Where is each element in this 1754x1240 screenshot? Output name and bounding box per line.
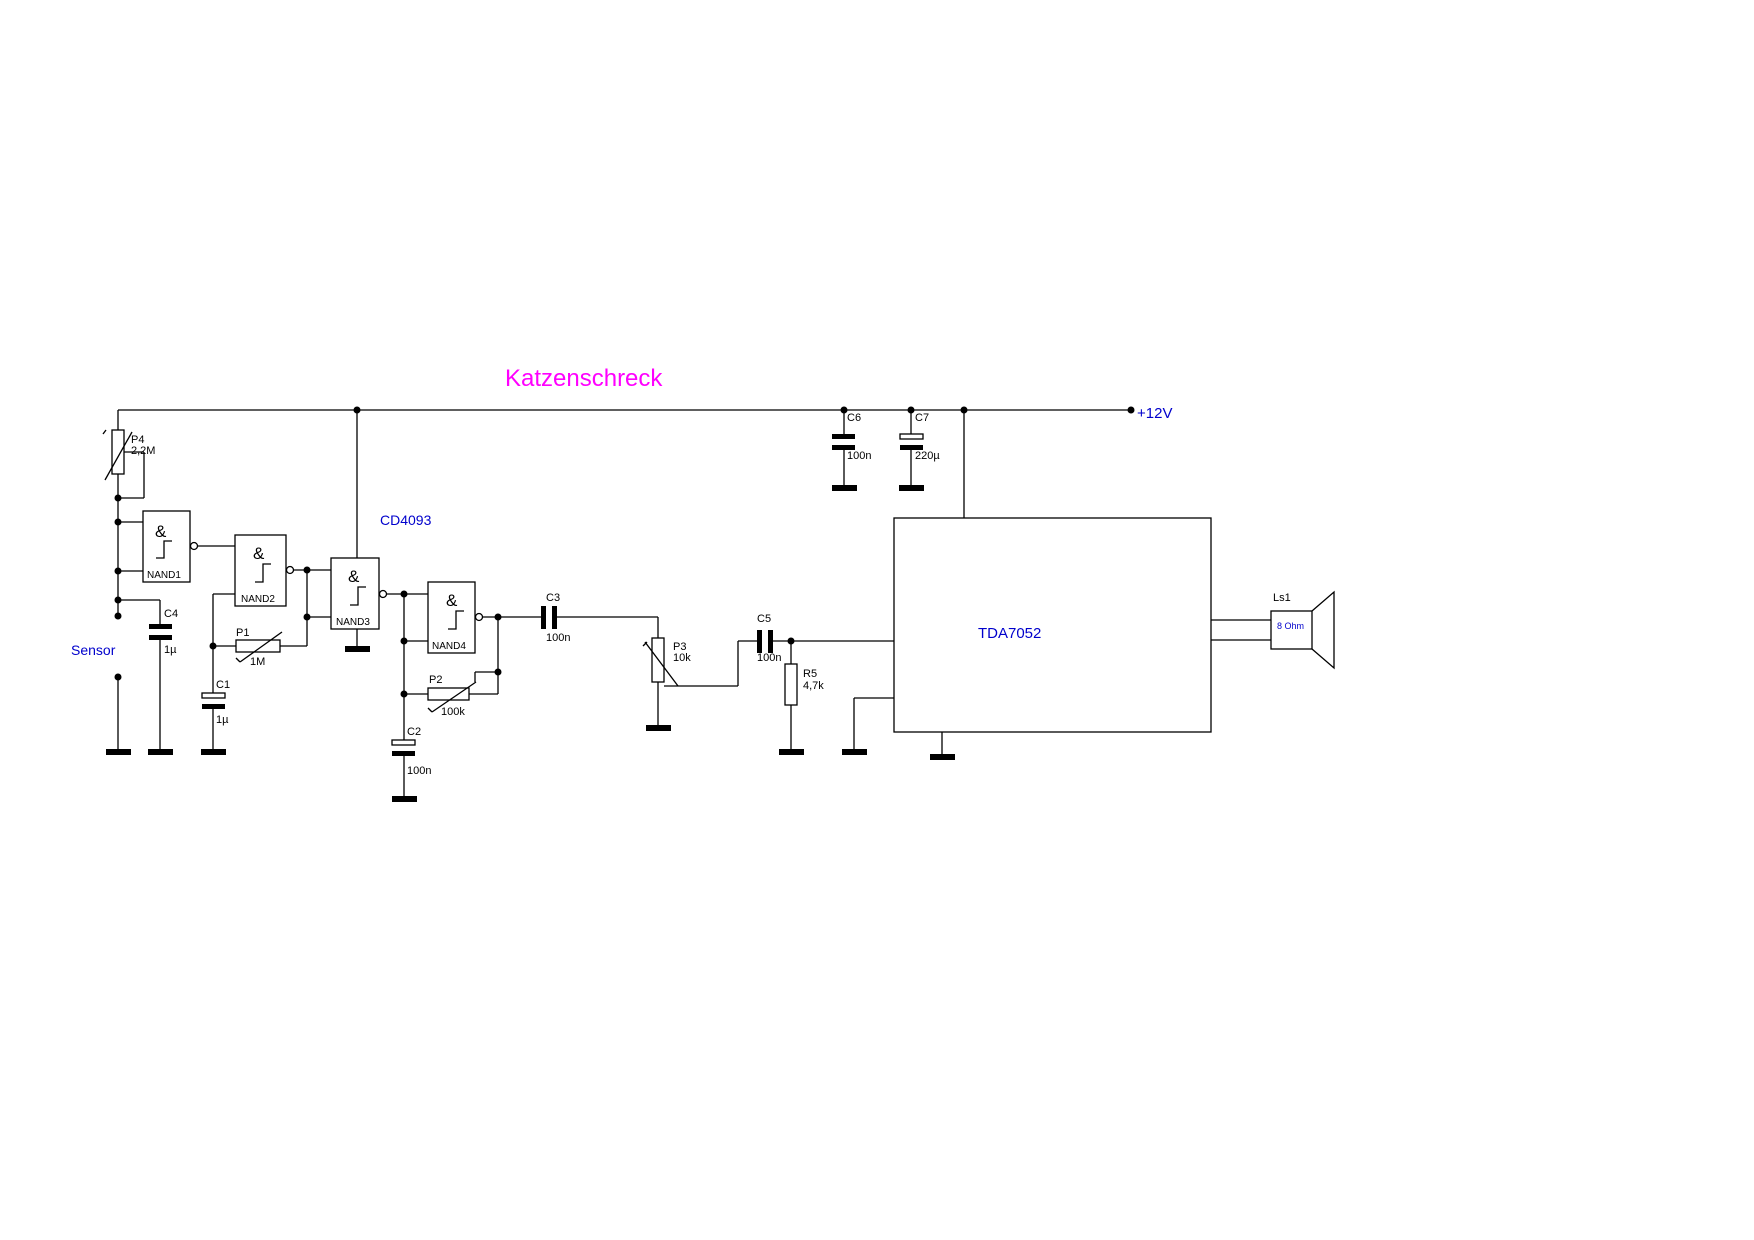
c3-value: 100n — [546, 632, 570, 644]
c2-ref: C2 — [407, 726, 421, 738]
potentiometer-p1 — [212, 570, 331, 693]
nand2-label: NAND2 — [241, 594, 275, 605]
nand3-label: NAND3 — [336, 617, 370, 628]
capacitor-c7 — [899, 410, 924, 491]
nand2-gate: & NAND2 — [209, 534, 331, 650]
nand3-symbol: & — [348, 567, 360, 586]
potentiometer-p3 — [642, 617, 739, 731]
c6-ref: C6 — [847, 412, 861, 424]
c1-value: 1µ — [216, 714, 229, 726]
capacitor-c4 — [118, 599, 173, 755]
p1-ref: P1 — [236, 627, 249, 639]
c6-value: 100n — [847, 450, 871, 462]
p4-value: 2,2M — [131, 445, 155, 457]
capacitor-c3 — [541, 606, 658, 629]
speaker-ls1: 8 Ohm — [1270, 590, 1335, 670]
nand4-symbol: & — [446, 591, 458, 610]
supply-label: +12V — [1137, 405, 1172, 422]
p3-ref: P3 — [673, 641, 686, 653]
capacitor-c2 — [391, 739, 417, 802]
ls1-value: 8 Ohm — [1277, 621, 1304, 631]
c5-ref: C5 — [757, 613, 771, 625]
tda7052-label: TDA7052 — [978, 625, 1041, 642]
resistor-r5 — [779, 641, 804, 755]
nand1-label: NAND1 — [147, 570, 181, 581]
sensor-label: Sensor — [71, 642, 116, 658]
p2-value: 100k — [441, 706, 465, 718]
r5-value: 4,7k — [803, 680, 824, 692]
c4-value: 1µ — [164, 644, 177, 656]
capacitor-c6 — [832, 410, 857, 491]
nand4-gate: & NAND4 — [400, 581, 541, 654]
p3-value: 10k — [673, 652, 691, 664]
nand1-gate: & NAND1 — [118, 510, 235, 583]
potentiometer-p2 — [400, 594, 502, 740]
c5-value: 100n — [757, 652, 781, 664]
ls1-ref: Ls1 — [1273, 592, 1291, 604]
nand1-symbol: & — [155, 522, 167, 541]
c3-ref: C3 — [546, 592, 560, 604]
capacitor-c5 — [738, 630, 894, 653]
c1-ref: C1 — [216, 679, 230, 691]
p2-ref: P2 — [429, 674, 442, 686]
potentiometer-p4 — [102, 410, 145, 616]
nand3-gate: & NAND3 — [330, 410, 428, 652]
capacitor-c1 — [201, 692, 226, 755]
nand4-label: NAND4 — [432, 641, 466, 652]
p4-ref: P4 — [131, 434, 144, 446]
p1-value: 1M — [250, 656, 265, 668]
c2-value: 100n — [407, 765, 431, 777]
nand2-symbol: & — [253, 544, 265, 563]
cd4093-label: CD4093 — [380, 512, 432, 528]
sensor-contact — [106, 673, 131, 755]
supply-rail — [118, 406, 1135, 414]
r5-ref: R5 — [803, 668, 817, 680]
c7-ref: C7 — [915, 412, 929, 424]
c7-value: 220µ — [915, 450, 940, 462]
c4-ref: C4 — [164, 608, 178, 620]
tda7052-ic — [842, 410, 1271, 760]
schematic-title: Katzenschreck — [505, 365, 663, 392]
